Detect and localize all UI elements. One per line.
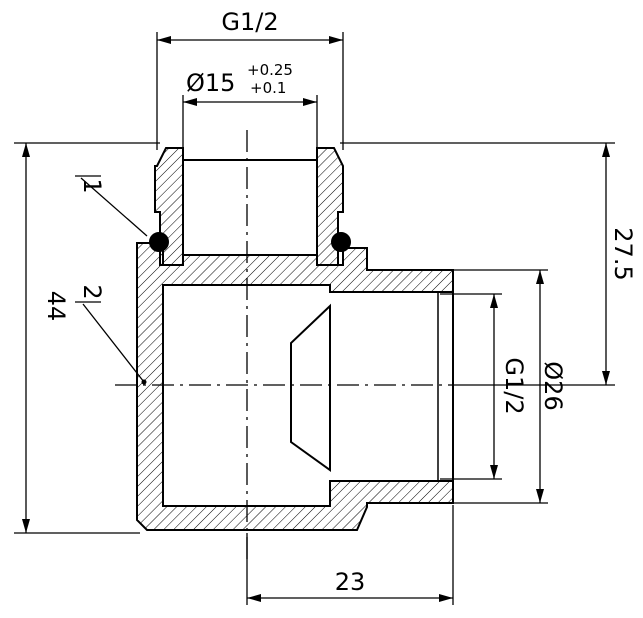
dim-top-thread: G1/2 xyxy=(221,8,278,36)
dim-bore-tol-upper: +0.25 xyxy=(247,61,293,79)
dimension-lines xyxy=(14,32,615,605)
o-ring-seal xyxy=(149,232,351,252)
dim-side-diameter: Ø26 xyxy=(539,361,567,410)
callout-part-2: 2 xyxy=(78,284,106,299)
dimension-labels: G1/2 Ø15 +0.25 +0.1 44 27.5 Ø26 G1/2 23 … xyxy=(42,8,637,596)
arrowheads xyxy=(22,36,610,602)
callout-part-1: 1 xyxy=(78,178,106,193)
dim-upper-height: 27.5 xyxy=(609,227,637,280)
dim-bore-tol-lower: +0.1 xyxy=(250,79,286,97)
o-ring-left xyxy=(149,232,169,252)
body-main-wall xyxy=(136,242,454,531)
internal-outlines xyxy=(182,159,439,482)
dim-bore-diameter: Ø15 xyxy=(186,69,235,97)
centerlines xyxy=(115,130,470,560)
dim-side-thread: G1/2 xyxy=(500,357,528,414)
o-ring-right xyxy=(331,232,351,252)
dim-branch-length: 23 xyxy=(335,568,366,596)
dim-overall-height: 44 xyxy=(42,291,70,322)
